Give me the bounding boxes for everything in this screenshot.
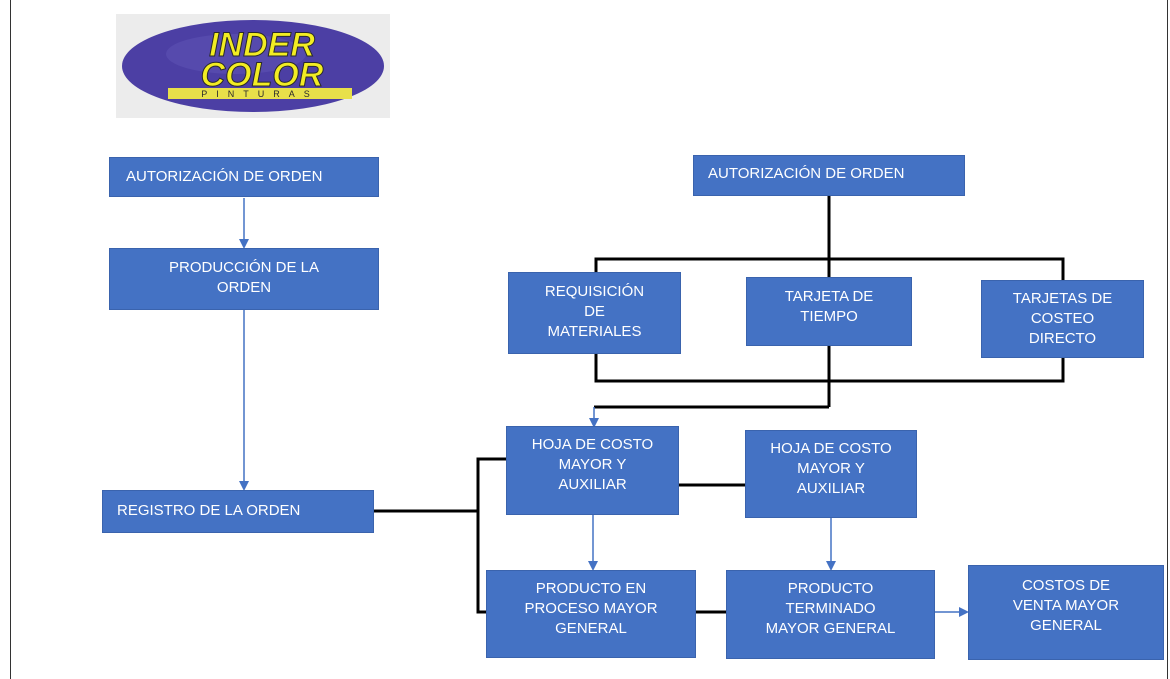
box-producto-terminado-label: PRODUCTO TERMINADO MAYOR GENERAL [765,580,896,637]
box-autorizacion-left-label: AUTORIZACIÓN DE ORDEN [126,168,323,185]
box-registro-label: REGISTRO DE LA ORDEN [117,502,301,519]
box-hoja-costo-1-label: HOJA DE COSTO MAYOR Y AUXILIAR [531,436,654,493]
box-costos-venta-label: COSTOS DE VENTA MAYOR GENERAL [1012,577,1120,634]
box-hoja-costo-1: HOJA DE COSTO MAYOR Y AUXILIAR [506,426,679,515]
box-producto-proceso: PRODUCTO EN PROCESO MAYOR GENERAL [486,570,696,658]
box-produccion-label: PRODUCCIÓN DE LA ORDEN [168,259,320,296]
box-hoja-costo-2-label: HOJA DE COSTO MAYOR Y AUXILIAR [770,440,892,497]
logo-line2: COLOR [201,56,324,94]
box-producto-terminado: PRODUCTO TERMINADO MAYOR GENERAL [726,570,935,659]
box-requisicion: REQUISICIÓN DE MATERIALES [508,272,681,354]
logo-line3: PINTURAS [201,89,319,99]
box-hoja-costo-2: HOJA DE COSTO MAYOR Y AUXILIAR [745,430,917,518]
box-autorizacion-right: AUTORIZACIÓN DE ORDEN [693,155,965,196]
indercolor-logo: INDER COLOR PINTURAS [116,14,390,118]
box-produccion: PRODUCCIÓN DE LA ORDEN [109,248,379,310]
box-tarjeta-tiempo-label: TARJETA DE TIEMPO [784,288,874,325]
box-registro: REGISTRO DE LA ORDEN [102,490,374,533]
box-tarjeta-tiempo: TARJETA DE TIEMPO [746,277,912,346]
box-tarjetas-costeo-label: TARJETAS DE COSTEO DIRECTO [1012,290,1113,347]
box-autorizacion-right-label: AUTORIZACIÓN DE ORDEN [708,165,905,182]
box-costos-venta: COSTOS DE VENTA MAYOR GENERAL [968,565,1164,660]
logo-line1: INDER [209,26,315,64]
box-requisicion-label: REQUISICIÓN DE MATERIALES [544,283,645,340]
box-autorizacion-left: AUTORIZACIÓN DE ORDEN [109,157,379,197]
bracket-connectors [373,196,1065,614]
box-producto-proceso-label: PRODUCTO EN PROCESO MAYOR GENERAL [524,580,658,637]
box-tarjetas-costeo: TARJETAS DE COSTEO DIRECTO [981,280,1144,358]
page-frame [10,0,1168,679]
